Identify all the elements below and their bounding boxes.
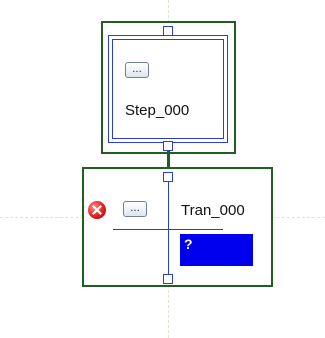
transition-top-connector[interactable] (163, 172, 173, 182)
step-inner-frame (112, 39, 224, 139)
transition-bottom-connector[interactable] (163, 274, 173, 284)
transition-bar (113, 229, 223, 230)
step-double-border (108, 35, 228, 143)
transition-block[interactable] (82, 167, 273, 287)
transition-details-button[interactable]: ... (123, 201, 147, 217)
step-details-button[interactable]: ... (125, 62, 149, 78)
step-bottom-connector[interactable] (163, 141, 173, 151)
step-transition-link (167, 151, 170, 173)
error-icon (88, 201, 106, 219)
transition-vertical-line (168, 180, 169, 275)
transition-name-label[interactable]: Tran_000 (181, 202, 245, 219)
step-block[interactable] (101, 21, 236, 154)
step-name-label[interactable]: Step_000 (125, 102, 190, 119)
step-top-connector[interactable] (163, 26, 173, 36)
transition-condition-field[interactable]: ? (180, 234, 253, 266)
